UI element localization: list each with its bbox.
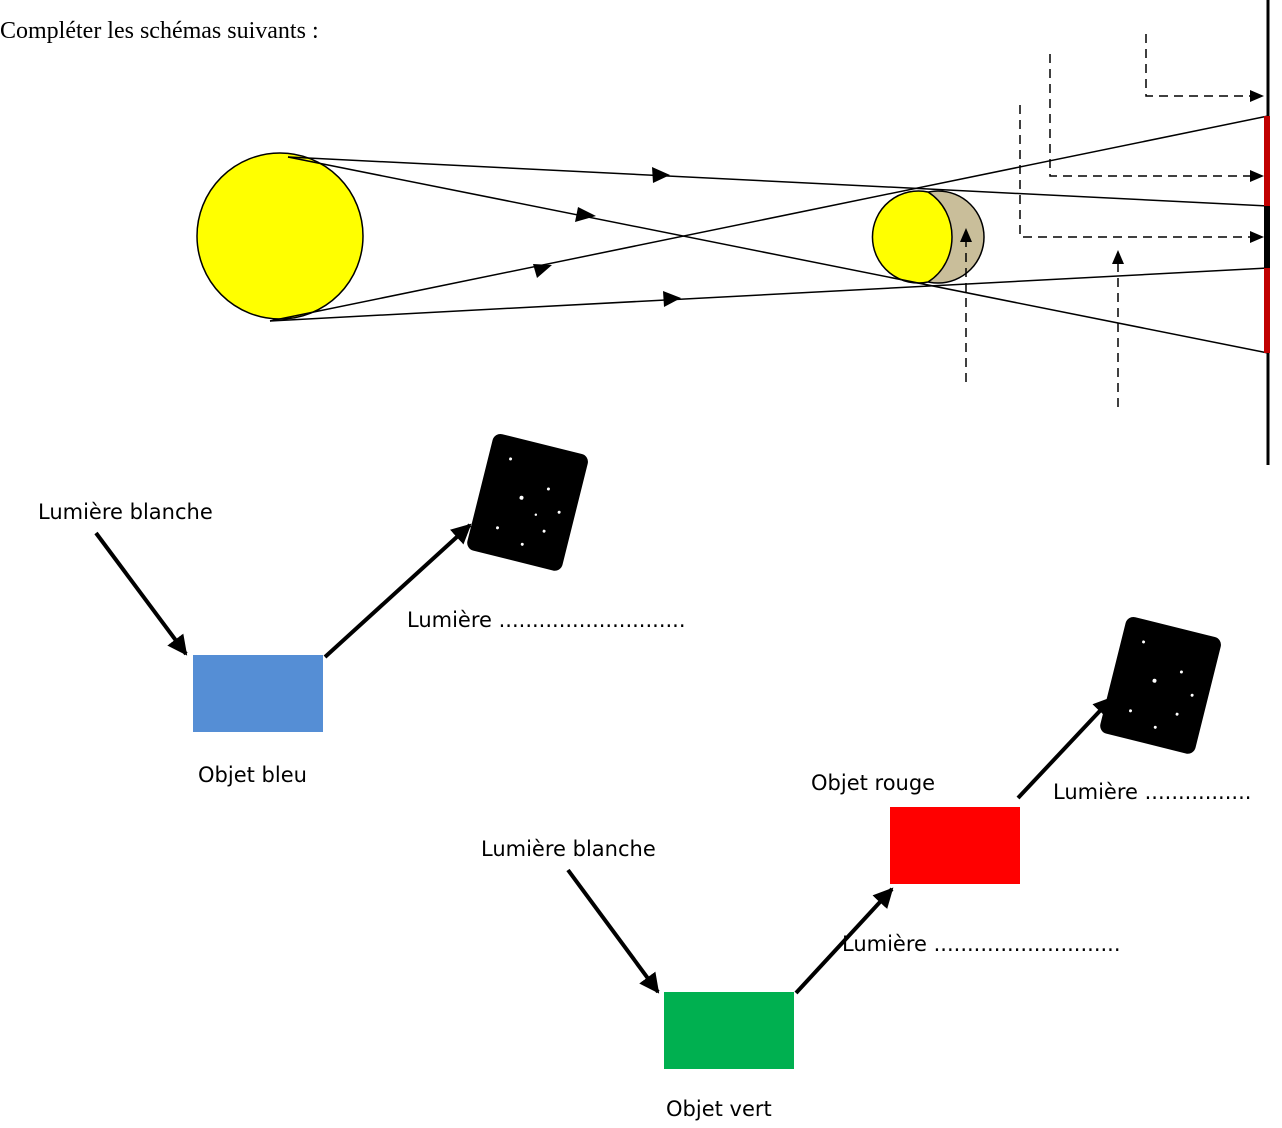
incoming-light-arrow-2 — [566, 868, 660, 994]
green-object — [664, 992, 794, 1069]
ray-arrow-2 — [575, 207, 596, 222]
ray-arrow-3 — [533, 264, 552, 278]
green-object-label: Objet vert — [666, 1097, 772, 1121]
blue-object — [193, 655, 323, 732]
leader-top-arrowhead — [1250, 90, 1264, 102]
moon-icon — [871, 190, 985, 284]
leader-third-arrowhead — [1250, 231, 1264, 243]
page-title: Compléter les schémas suivants : — [0, 18, 319, 44]
sun-icon — [196, 152, 364, 320]
leader-arrowheads — [960, 90, 1264, 264]
red-object-label: Objet rouge — [811, 771, 936, 795]
ray-bottom-crossing — [269, 115, 1269, 322]
light-rays — [269, 115, 1269, 354]
incoming-light-arrow — [94, 531, 188, 656]
incoming-light-label-2: Lumière blanche — [481, 837, 656, 861]
final-light-blank: Lumière ................ — [1053, 780, 1252, 804]
leader-second — [1049, 54, 1252, 177]
reflected-light-arrow — [323, 523, 472, 659]
ray-arrow-1 — [652, 167, 670, 183]
ray-arrow-4 — [663, 291, 681, 307]
leader-cross-arrowhead — [1112, 250, 1124, 264]
ray-bottom-straight — [269, 267, 1269, 322]
ray-arrows — [533, 167, 681, 307]
incoming-light-label: Lumière blanche — [38, 500, 213, 524]
middle-light-blank: Lumière ............................ — [842, 932, 1121, 956]
red-object — [890, 807, 1020, 884]
eye-icon — [467, 433, 588, 571]
green-reflected-arrow — [794, 887, 894, 995]
ray-top-straight — [287, 156, 1269, 207]
eclipse-diagram — [196, 0, 1270, 465]
leader-second-arrowhead — [1250, 170, 1264, 182]
leader-third — [1019, 105, 1252, 238]
blue-object-diagram — [94, 433, 588, 732]
ray-top-crossing — [287, 156, 1269, 354]
leader-moon-arrowhead — [960, 228, 972, 242]
eye-icon-2 — [1100, 616, 1221, 754]
blue-object-label: Objet bleu — [198, 763, 307, 787]
leader-top — [1145, 34, 1252, 97]
red-reflected-arrow — [1016, 696, 1114, 800]
green-red-object-diagram — [566, 616, 1221, 1069]
leader-lines — [965, 34, 1252, 407]
reflected-light-blank: Lumière ............................ — [407, 608, 686, 632]
